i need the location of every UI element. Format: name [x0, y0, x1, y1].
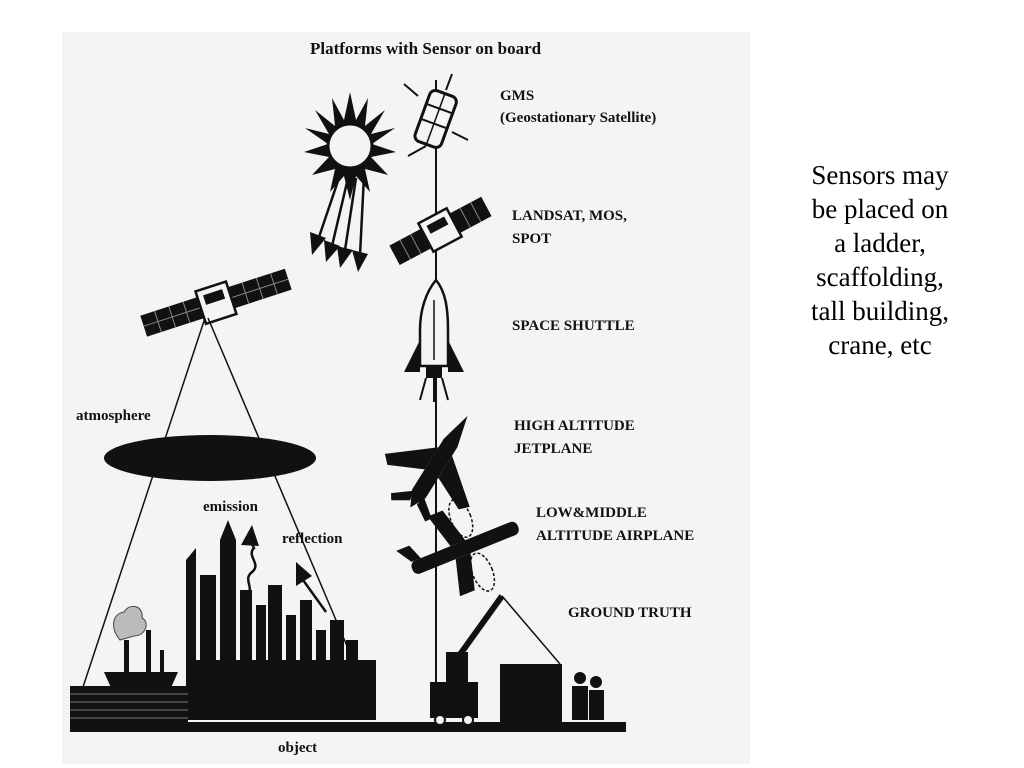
side-note: Sensors may be placed on a ladder, scaff… — [775, 158, 985, 362]
side-note-line: tall building, — [811, 296, 949, 326]
side-note-line: a ladder, — [834, 228, 926, 258]
side-note-line: crane, etc — [828, 330, 932, 360]
crane-icon — [430, 594, 562, 726]
emission-label: emission — [203, 499, 259, 515]
object-label: object — [278, 740, 317, 756]
atmosphere-ellipse — [104, 435, 316, 481]
side-note-line: Sensors may — [811, 160, 949, 190]
sensor-field-of-view-lines — [81, 317, 359, 691]
platform-label-landsat-line2: SPOT — [512, 231, 551, 247]
gms-satellite-icon — [403, 73, 469, 157]
platform-label-jetplane: HIGH ALTITUDE JETPLANE — [514, 418, 639, 457]
platform-label-landsat-line1: LANDSAT, MOS, — [512, 208, 627, 224]
figure-panel — [62, 32, 750, 764]
reflection-label: reflection — [282, 531, 343, 547]
platform-label-ground-truth-line1: GROUND TRUTH — [568, 605, 692, 621]
platform-label-airplane-line2: ALTITUDE AIRPLANE — [536, 528, 694, 544]
sun-icon — [304, 92, 396, 272]
people-icon — [572, 672, 604, 720]
landsat-satellite-icon — [389, 196, 492, 266]
reflection-arrow-icon — [296, 562, 328, 613]
platform-label-ground-truth: GROUND TRUTH — [568, 605, 692, 621]
space-shuttle-icon — [404, 278, 464, 402]
platform-label-gms-line1: GMS — [500, 88, 534, 104]
atmosphere-label: atmosphere — [76, 408, 151, 424]
airplane-icon — [396, 498, 519, 597]
platform-label-shuttle: SPACE SHUTTLE — [512, 318, 635, 334]
platform-label-shuttle-line1: SPACE SHUTTLE — [512, 318, 635, 334]
diagram-title: Platforms with Sensor on board — [310, 39, 542, 58]
city-skyline-icon — [186, 520, 376, 720]
platform-label-landsat: LANDSAT, MOS, SPOT — [512, 208, 631, 247]
platform-label-jetplane-line2: JETPLANE — [514, 441, 592, 457]
ground-strip — [70, 722, 626, 732]
platform-label-jetplane-line1: HIGH ALTITUDE — [514, 418, 635, 434]
platform-label-airplane: LOW&MIDDLE ALTITUDE AIRPLANE — [536, 505, 694, 544]
side-note-line: scaffolding, — [816, 262, 944, 292]
emission-arrow-icon — [241, 525, 259, 597]
ship-scene-icon — [70, 605, 188, 728]
platform-label-gms-line2: (Geostationary Satellite) — [500, 110, 656, 126]
jetplane-icon — [384, 415, 470, 522]
platform-label-airplane-line1: LOW&MIDDLE — [536, 505, 647, 521]
platform-label-gms: GMS (Geostationary Satellite) — [500, 88, 656, 126]
observing-satellite-icon — [140, 268, 292, 337]
side-note-line: be placed on — [811, 194, 949, 224]
